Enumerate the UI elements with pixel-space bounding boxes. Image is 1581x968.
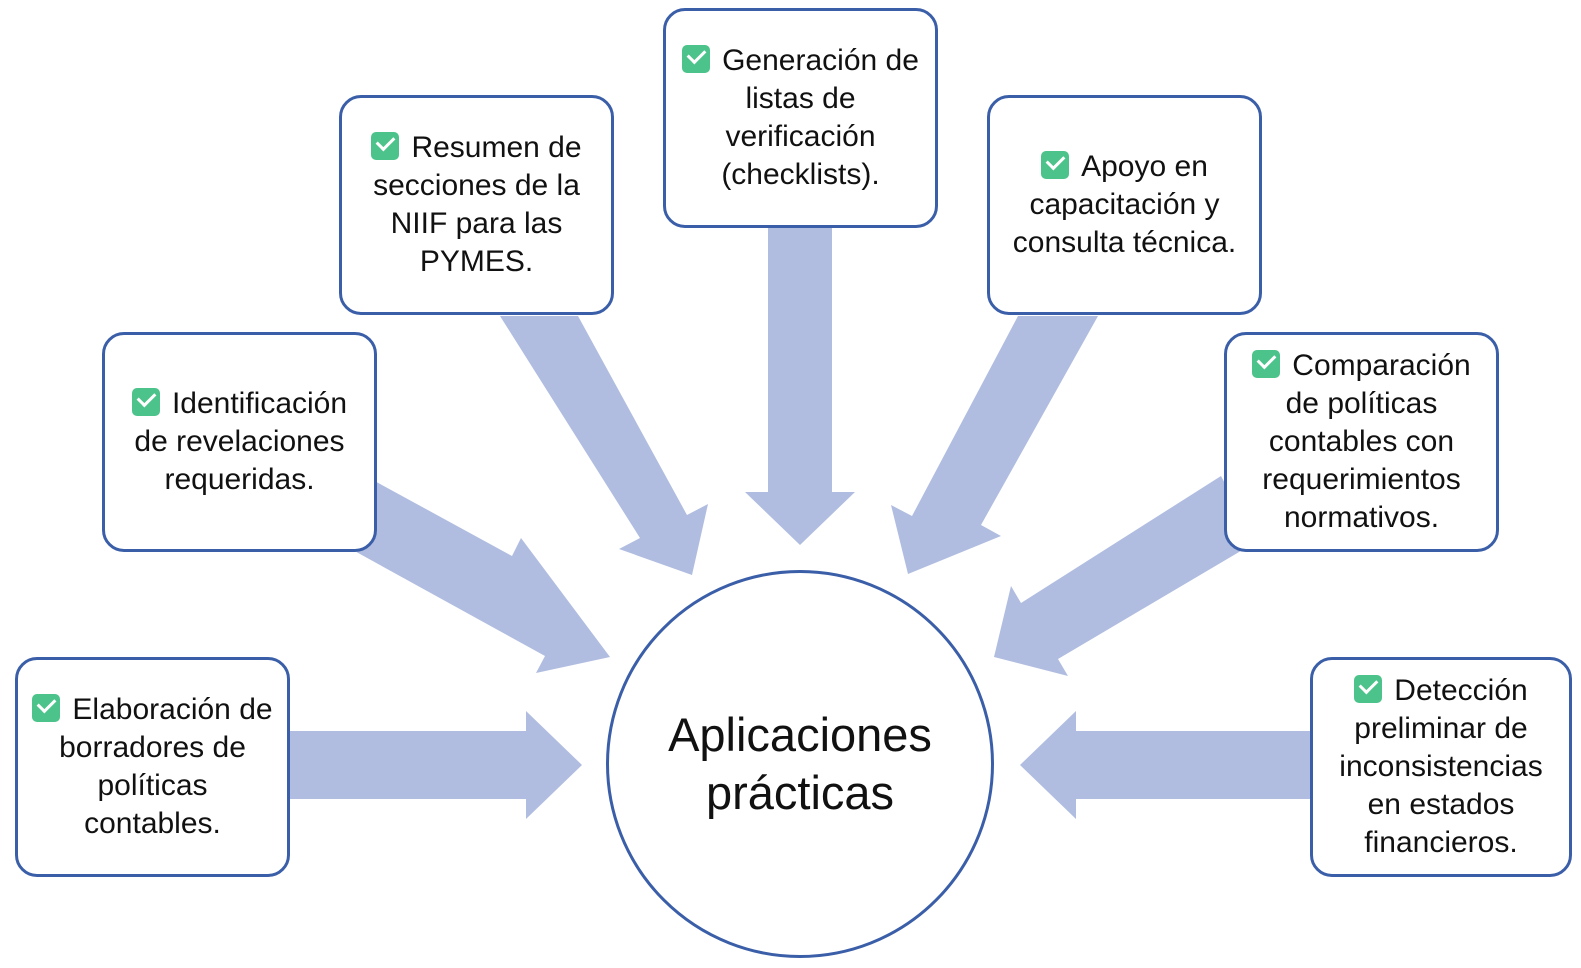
item-text: Generación de listas de verificación (ch… [721,44,919,191]
arrow-elaboracion [285,711,582,819]
check-box-icon [32,694,61,722]
check-box-icon [682,45,711,73]
arrow-comparacion [994,476,1256,676]
arrow-apoyo [891,316,1098,574]
box-apoyo: Apoyo en capacitación y consulta técnica… [987,95,1262,315]
check-box-icon [371,132,400,160]
item-text: Elaboración de borradores de políticas c… [59,693,273,840]
box-resumen: Resumen de secciones de la NIIF para las… [339,95,614,315]
center-label: Aplicaciones prácticas [668,708,932,819]
box-comparacion: Comparación de políticas contables con r… [1224,332,1499,552]
box-deteccion: Detección preliminar de inconsistencias … [1310,657,1572,877]
item-text: Resumen de secciones de la NIIF para las… [373,131,582,278]
arrow-deteccion [1020,711,1312,819]
item-text: Identificación de revelaciones requerida… [134,387,348,496]
check-box-icon [131,388,160,416]
arrow-resumen [500,316,708,575]
check-box-icon [1354,675,1383,703]
box-generacion: Generación de listas de verificación (ch… [663,8,938,228]
arrow-identificacion [340,479,610,673]
item-text: Detección preliminar de inconsistencias … [1339,674,1543,859]
check-box-icon [1252,350,1281,378]
item-text: Comparación de políticas contables con r… [1262,349,1471,534]
box-elaboracion: Elaboración de borradores de políticas c… [15,657,290,877]
center-circle: Aplicaciones prácticas [606,570,994,958]
box-identificacion: Identificación de revelaciones requerida… [102,332,377,552]
item-text: Apoyo en capacitación y consulta técnica… [1012,150,1237,259]
check-box-icon [1041,151,1070,179]
arrow-generacion [745,228,855,545]
